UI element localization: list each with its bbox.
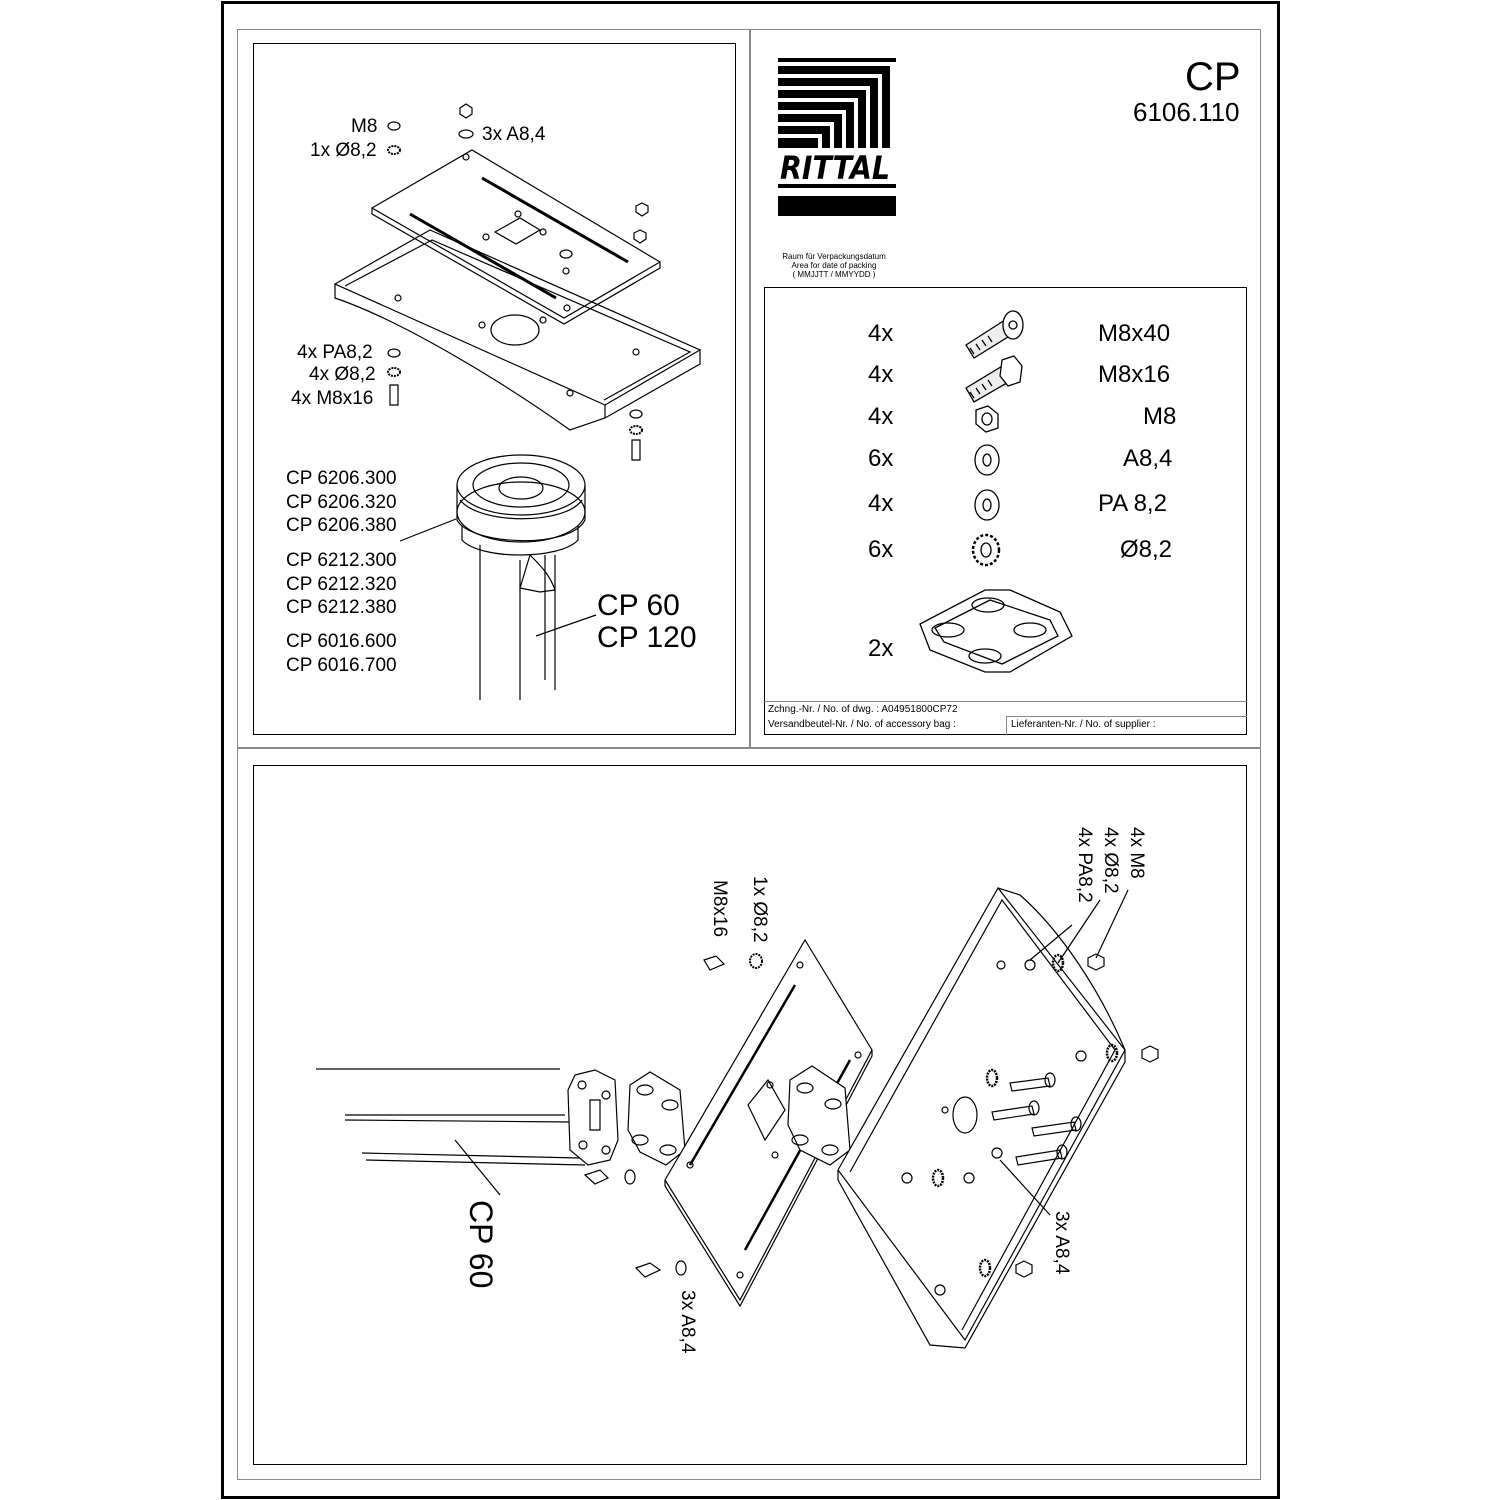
label-m8: M8: [351, 116, 378, 137]
label-4x-m8x16: 4x M8x16: [291, 388, 374, 409]
parts-qty-4: 6x: [868, 445, 894, 472]
label-1x-d82: 1x Ø8,2: [310, 140, 377, 161]
label-cp-6212-380: CP 6212.380: [286, 597, 397, 618]
svg-text:RITTAL: RITTAL: [780, 149, 890, 187]
footer-split: [1006, 716, 1007, 735]
label-bottom-md: MD=30Nm: [1006, 1004, 1020, 1062]
drawing-number: Zchng.-Nr. / No. of dwg. : A04951800CP72: [768, 704, 958, 715]
label-cp-6206-320: CP 6206.320: [286, 492, 397, 513]
label-bottom-m8x16: M8x16: [709, 880, 730, 938]
parts-name-3: M8: [1143, 403, 1177, 430]
label-bottom-4x-m8: 4x M8: [1126, 827, 1147, 879]
rittal-logo: RITTAL: [778, 58, 896, 216]
article-number: 6106.110: [1133, 97, 1240, 127]
parts-list-panel: [764, 287, 1247, 735]
packing-date-line2: Area for date of packing: [791, 261, 877, 270]
label-4x-pa82: 4x PA8,2: [297, 342, 373, 363]
label-cp-6016-700: CP 6016.700: [286, 655, 397, 676]
top-right-cell: [750, 29, 1261, 748]
footer-row-divider: [1006, 716, 1247, 717]
label-bottom-3x-a84-left: 3x A8,4: [677, 1290, 698, 1354]
parts-qty-7: 2x: [868, 635, 894, 662]
bottom-cell: [237, 748, 1261, 1480]
label-4x-d82: 4x Ø8,2: [309, 364, 376, 385]
parts-name-1: M8x40: [1098, 320, 1171, 347]
label-cp120: CP 120: [597, 621, 697, 654]
packing-date-line1: Raum für Verpackungsdatum: [782, 252, 886, 261]
footer-divider: [764, 701, 1247, 702]
label-cp-6212-320: CP 6212.320: [286, 574, 397, 595]
product-code: CP: [1185, 55, 1241, 99]
label-cp-6212-300: CP 6212.300: [286, 550, 397, 571]
label-bottom-m8x40: M8x40: [1024, 1003, 1045, 1061]
top-left-drawing-panel: [253, 43, 736, 735]
supplier-number: Lieferanten-Nr. / No. of supplier :: [1011, 719, 1156, 730]
label-cp-6206-300: CP 6206.300: [286, 468, 397, 489]
parts-qty-6: 6x: [868, 536, 894, 563]
label-cp-6206-380: CP 6206.380: [286, 515, 397, 536]
label-bottom-cp60: CP 60: [463, 1200, 499, 1289]
parts-name-4: A8,4: [1123, 445, 1173, 472]
parts-qty-5: 4x: [868, 490, 894, 517]
parts-name-5: PA 8,2: [1098, 490, 1167, 517]
bottom-drawing-panel: [253, 765, 1247, 1465]
parts-qty-3: 4x: [868, 403, 894, 430]
sheet-border: [221, 1, 1280, 1499]
label-cp60: CP 60: [597, 589, 680, 622]
label-3x-a84: 3x A8,4: [482, 124, 546, 145]
label-cp-6016-600: CP 6016.600: [286, 631, 397, 652]
accessory-bag-number: Versandbeutel-Nr. / No. of accessory bag…: [768, 719, 956, 730]
label-bottom-3x-a84-right: 3x A8,4: [1051, 1211, 1072, 1275]
parts-name-2: M8x16: [1098, 361, 1171, 388]
label-bottom-4x-pa82: 4x PA8,2: [1074, 827, 1095, 903]
parts-qty-1: 4x: [868, 320, 894, 347]
parts-name-6: Ø8,2: [1120, 536, 1173, 563]
label-bottom-4x-d82: 4x Ø8,2: [1100, 827, 1121, 894]
top-left-cell: [237, 29, 750, 748]
label-bottom-1x-d82-b: 1x Ø8,2: [967, 997, 988, 1064]
packing-date-line3: ( MMJJTT / MMYYDD ): [792, 270, 876, 279]
parts-qty-2: 4x: [868, 361, 894, 388]
label-bottom-1x-d82: 1x Ø8,2: [749, 876, 770, 943]
